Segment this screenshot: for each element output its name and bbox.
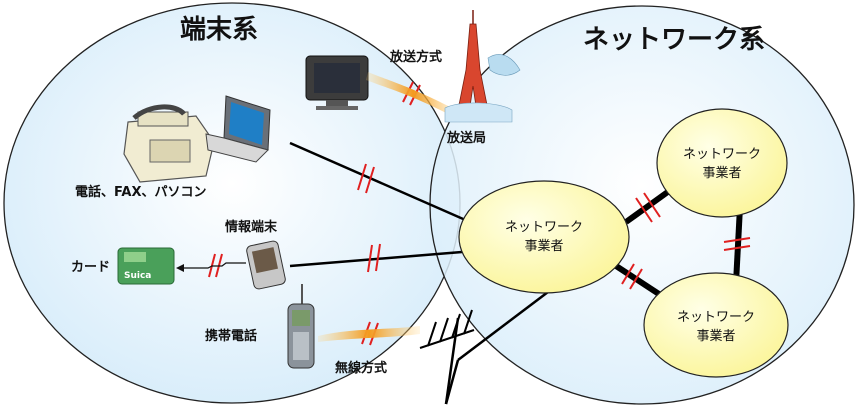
node-center-line1: ネットワーク [505, 220, 583, 235]
mobile-phone-icon [287, 284, 315, 369]
info-terminal-icon [246, 240, 286, 290]
network-operator-top-right: ネットワーク 事業者 [656, 108, 788, 218]
tv-icon [305, 55, 369, 110]
card-label: カード [71, 260, 110, 275]
node-center-line2: 事業者 [524, 238, 563, 254]
broadcast-method-label: 放送方式 [389, 49, 442, 65]
interface-mark-center-top-right [635, 192, 661, 223]
info-terminal-label: 情報端末 [225, 219, 278, 235]
broadcast-wave-icon [366, 72, 460, 118]
card-brand-text: Suica [124, 271, 151, 281]
node-top-right-line1: ネットワーク [683, 147, 761, 162]
link-top-right-to-bottom-right [733, 206, 743, 284]
network-operator-center: ネットワーク 事業者 [458, 180, 630, 294]
broadcast-tower-icon [444, 10, 521, 123]
suica-card-icon: Suica [117, 247, 175, 285]
node-top-right-line2: 事業者 [702, 165, 741, 181]
wireless-wave-icon [318, 326, 420, 342]
node-bottom-right-line1: ネットワーク [677, 310, 755, 325]
node-bottom-right-line2: 事業者 [696, 328, 735, 344]
wireless-method-label: 無線方式 [335, 360, 387, 376]
card-link-arrow [176, 262, 246, 272]
laptop-icon [205, 95, 271, 163]
mobile-phone-label: 携帯電話 [205, 328, 257, 344]
antenna-icon [419, 309, 475, 405]
interface-mark-pc-link [357, 163, 375, 194]
terminal-group-title: 端末系 [180, 15, 258, 45]
phone-fax-pc-label: 電話、FAX、パソコン [75, 184, 206, 200]
network-operator-bottom-right: ネットワーク 事業者 [643, 272, 789, 378]
network-group-title: ネットワーク系 [583, 25, 765, 55]
link-pc-to-center [289, 141, 471, 224]
fax-machine-icon [123, 104, 215, 183]
broadcast-station-label: 放送局 [446, 130, 486, 146]
link-antenna-to-center [457, 291, 549, 361]
interface-mark-center-bottom-right [621, 263, 643, 290]
link-info-terminal-to-center [289, 250, 463, 268]
interface-mark-info-terminal-link [367, 243, 381, 273]
interface-mark-right-vertical [723, 237, 751, 251]
